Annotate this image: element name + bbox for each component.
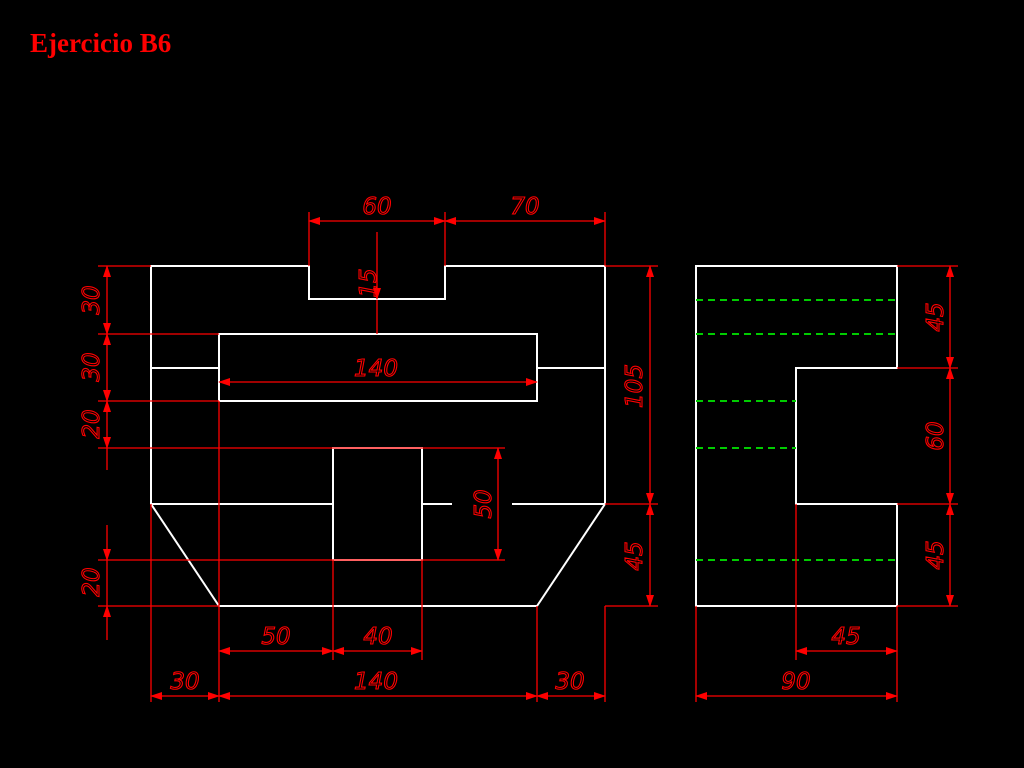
dim-side-45-top: 45	[923, 302, 949, 331]
front-dimension-labels: 60 70 15 140 30 30 20 20 50 105 45 50 40…	[78, 193, 648, 695]
side-dimension-lines	[695, 265, 958, 702]
dim-side-45-bottom: 45	[923, 540, 949, 569]
dim-side-bottom-90: 90	[781, 669, 810, 695]
dim-top-70: 70	[510, 194, 539, 220]
dim-right-105: 105	[622, 364, 648, 408]
dim-bottom-30-left: 30	[170, 669, 199, 695]
dim-side-bottom-45: 45	[831, 624, 860, 650]
dim-notch-15: 15	[356, 268, 382, 297]
dim-bottom-30-right: 30	[555, 669, 584, 695]
front-extension-lines	[98, 212, 658, 702]
side-dimension-labels: 45 60 45 45 90	[781, 302, 950, 696]
dim-left-30a: 30	[79, 285, 105, 314]
front-dimension-lines	[103, 217, 654, 700]
page-title: Ejercicio B6	[30, 28, 172, 58]
dim-bottom-50: 50	[261, 624, 290, 650]
dim-block-50: 50	[471, 489, 497, 518]
dim-side-60: 60	[923, 421, 949, 450]
dim-left-30b: 30	[79, 352, 105, 381]
dim-left-20b: 20	[79, 567, 105, 596]
dim-left-20a: 20	[79, 409, 105, 438]
dim-top-60: 60	[362, 194, 391, 220]
dim-bottom-40: 40	[363, 624, 392, 650]
dim-inner-140: 140	[354, 356, 398, 382]
dim-bottom-140: 140	[354, 669, 398, 695]
dim-right-45: 45	[622, 541, 648, 570]
